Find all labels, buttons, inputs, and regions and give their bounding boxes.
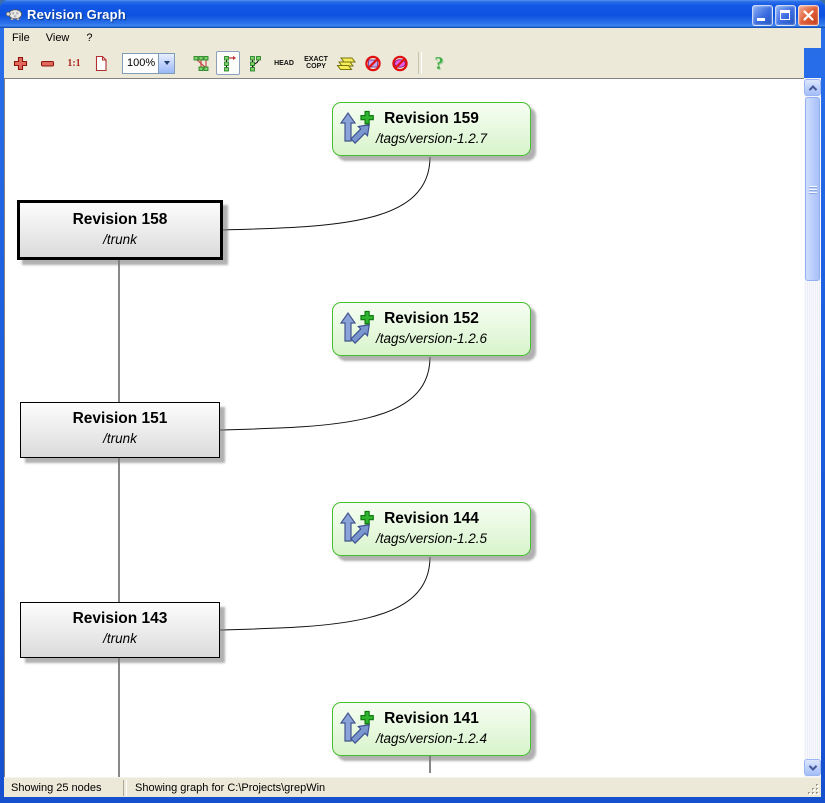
node-path: /tags/version-1.2.4: [375, 731, 488, 746]
menu-view[interactable]: View: [45, 32, 70, 44]
show-head-button[interactable]: HEAD: [270, 51, 298, 75]
revision-node-152[interactable]: Revision 152 /tags/version-1.2.6: [332, 302, 531, 356]
node-path: /tags/version-1.2.7: [375, 131, 488, 146]
help-icon: ?: [434, 52, 444, 73]
node-title: Revision 158: [72, 211, 168, 228]
node-title: Revision 143: [72, 610, 168, 627]
show-all-revisions-icon: [249, 55, 261, 71]
head-icon: HEAD: [274, 59, 294, 67]
node-title: Revision 152: [384, 310, 479, 327]
hide-changed-paths-button[interactable]: [361, 51, 385, 75]
show-all-revisions-button[interactable]: [243, 51, 267, 75]
oldest-on-top-icon: [223, 55, 236, 71]
zoom-level-combobox[interactable]: 100%: [122, 52, 175, 74]
node-title: Revision 151: [72, 410, 168, 427]
page-icon: [95, 55, 107, 71]
revision-node-159[interactable]: Revision 159 /tags/version-1.2.7: [332, 102, 531, 156]
toolbar: 1:1 100%: [4, 48, 804, 78]
edge-158-159: [221, 156, 431, 231]
branch-copy-icon: [338, 109, 374, 147]
thumb-grip-icon: [809, 186, 817, 194]
revision-node-143[interactable]: Revision 143 /trunk: [20, 602, 220, 658]
menu-bar: File View ?: [4, 28, 821, 48]
chevron-down-icon: [163, 61, 170, 65]
node-path: /tags/version-1.2.6: [375, 331, 488, 346]
minimize-button[interactable]: [752, 5, 773, 26]
status-node-count: Showing 25 nodes: [11, 781, 102, 794]
zoom-in-button[interactable]: [8, 51, 32, 75]
node-path: /tags/version-1.2.5: [375, 531, 488, 546]
zoom-out-button[interactable]: [35, 51, 59, 75]
node-path: /trunk: [103, 232, 137, 247]
no-comment-bubble-icon: [392, 55, 408, 71]
menu-file[interactable]: File: [12, 32, 30, 44]
show-tags-button[interactable]: [334, 51, 358, 75]
vertical-scrollbar[interactable]: [804, 78, 821, 777]
tags-icon: [336, 57, 356, 70]
oldest-on-top-button[interactable]: [216, 51, 240, 75]
node-title: Revision 144: [384, 510, 479, 527]
toolbar-separator: [418, 52, 422, 74]
edge-143-144: [218, 556, 431, 631]
graph-edges: [118, 156, 431, 777]
scrollbar-thumb[interactable]: [805, 97, 820, 281]
menu-help[interactable]: ?: [86, 32, 93, 44]
group-branches-button[interactable]: [189, 51, 213, 75]
revision-node-144[interactable]: Revision 144 /tags/version-1.2.5: [332, 502, 531, 556]
no-changed-paths-icon: [365, 55, 381, 71]
tortoise-turtle-icon[interactable]: [5, 6, 23, 23]
status-bar: Showing 25 nodes Showing graph for C:\Pr…: [4, 777, 821, 797]
scroll-up-button[interactable]: [804, 79, 821, 96]
group-branches-icon: [193, 55, 208, 71]
scroll-down-button[interactable]: [804, 759, 821, 776]
fit-page-button[interactable]: [89, 51, 113, 75]
revision-node-158[interactable]: Revision 158 /trunk: [17, 200, 223, 260]
edge-151-152: [218, 356, 431, 431]
zoom-out-icon: [40, 60, 54, 67]
chevron-down-icon: [808, 761, 817, 771]
node-path: /trunk: [103, 431, 137, 446]
revision-graph-canvas[interactable]: Revision 159 /tags/version-1.2.7 Revisio…: [4, 78, 804, 777]
branch-copy-icon: [338, 709, 374, 747]
maximize-button[interactable]: [775, 5, 796, 26]
zoom-100-button[interactable]: 1:1: [62, 51, 86, 75]
one-to-one-icon: 1:1: [67, 57, 81, 69]
close-icon: [803, 10, 814, 21]
help-button[interactable]: ?: [427, 51, 451, 75]
zoom-level-value: 100%: [127, 57, 156, 69]
node-title: Revision 141: [384, 710, 479, 727]
branch-copy-icon: [338, 309, 374, 347]
revision-node-141[interactable]: Revision 141 /tags/version-1.2.4: [332, 702, 531, 756]
branch-copy-icon: [338, 509, 374, 547]
chevron-up-icon: [808, 84, 817, 94]
resize-grip[interactable]: [807, 783, 820, 796]
combo-dropdown-button[interactable]: [158, 53, 174, 73]
node-path: /trunk: [103, 631, 137, 646]
status-graph-path: Showing graph for C:\Projects\grepWin: [135, 781, 326, 794]
window-title: Revision Graph: [27, 6, 126, 22]
node-title: Revision 159: [384, 110, 479, 127]
statusbar-divider: [123, 779, 127, 796]
revision-node-151[interactable]: Revision 151 /trunk: [20, 402, 220, 458]
zoom-in-icon: [13, 56, 27, 70]
title-bar[interactable]: Revision Graph: [0, 0, 825, 28]
close-button[interactable]: [798, 5, 819, 26]
hide-comments-button[interactable]: [388, 51, 412, 75]
minimize-icon: [757, 18, 765, 21]
maximize-icon: [780, 10, 790, 20]
